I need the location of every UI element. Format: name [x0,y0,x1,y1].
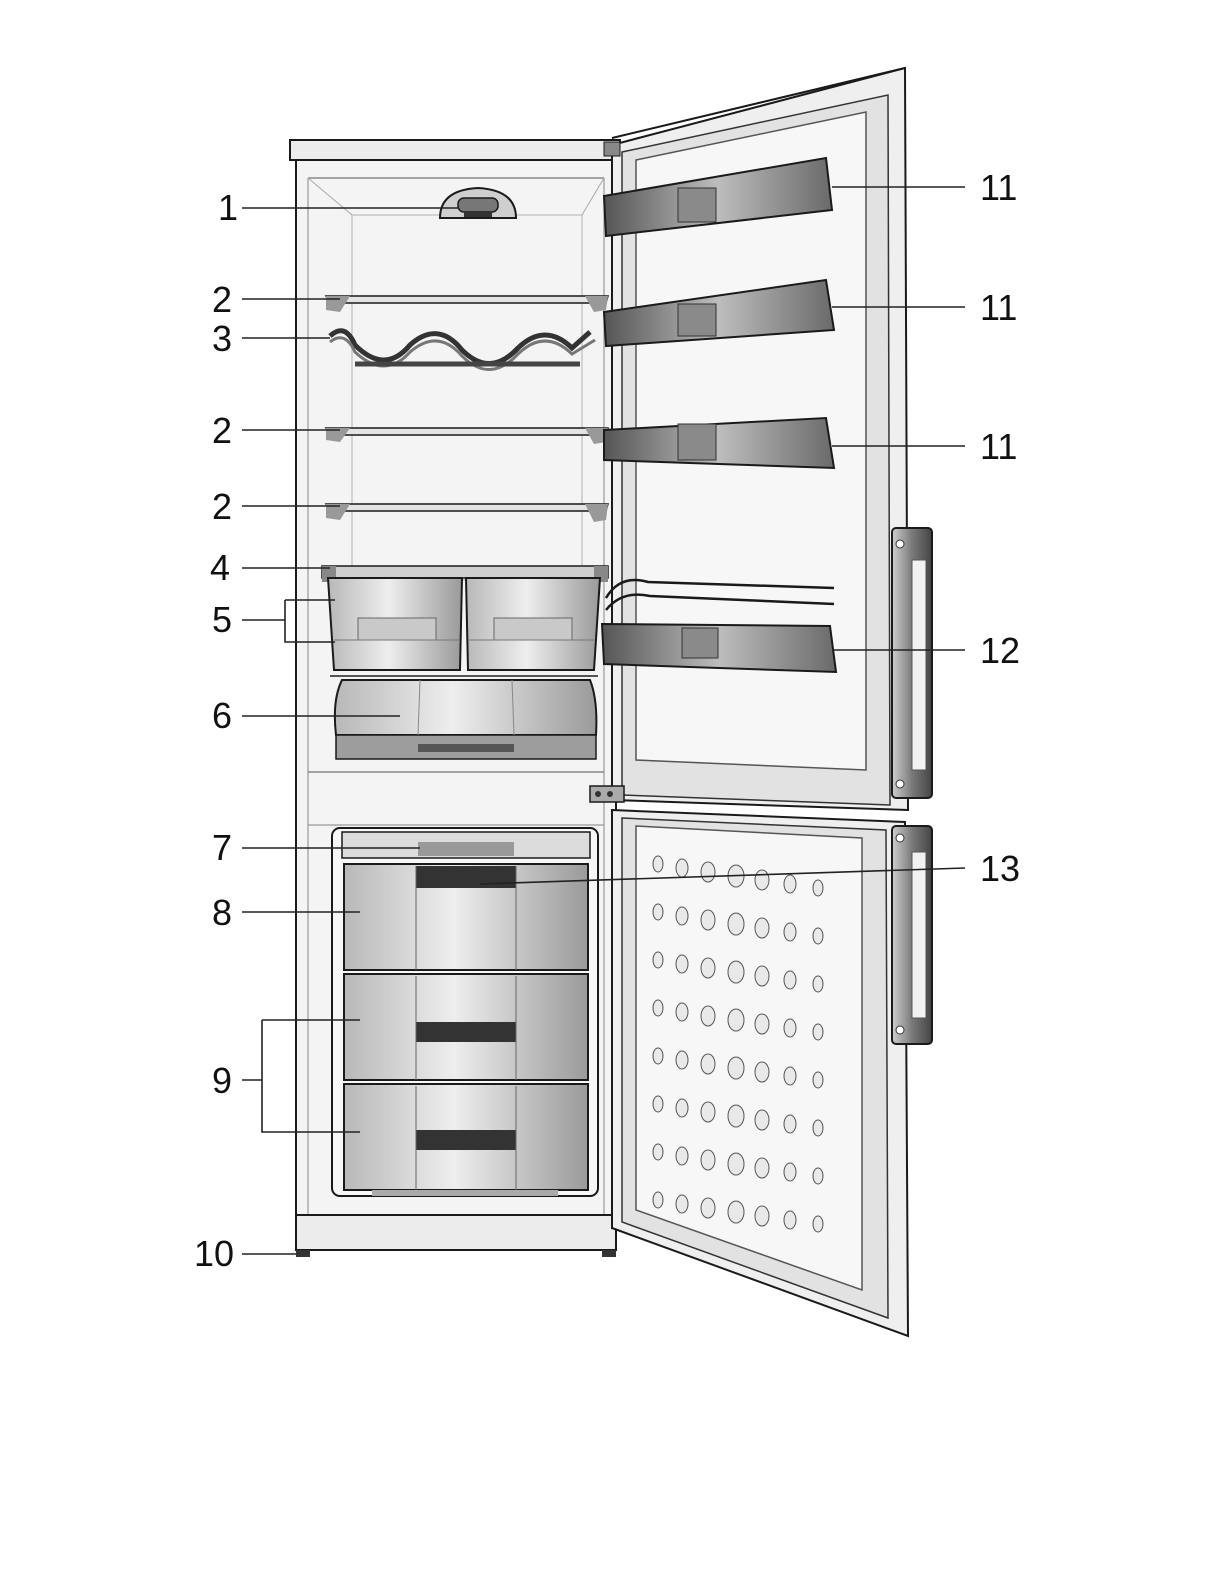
door-dimple [701,958,715,978]
door-dimple [728,1057,744,1079]
callout-3: 3 [212,318,232,359]
callout-11: 11 [980,287,1017,328]
door-dimple [653,1144,663,1160]
crisper-drawer-right [466,578,600,670]
door-dimple [701,1198,715,1218]
door-dimple [676,859,688,877]
door-dimple [728,1201,744,1223]
door-dimple [813,1120,823,1136]
callout-2: 2 [212,486,232,527]
callout-6: 6 [212,695,232,736]
door-dimple [755,1014,769,1034]
door-dimple [813,1168,823,1184]
door-dimple [755,966,769,986]
door-dimple [755,1158,769,1178]
callout-8: 8 [212,892,232,933]
crisper-drawer-left [328,578,462,670]
callout-1: 1 [218,187,238,228]
chiller-compartment [330,676,598,759]
door-dimple [701,1102,715,1122]
callout-11: 11 [980,167,1017,208]
callout-12: 12 [980,630,1020,671]
door-dimple [701,862,715,882]
callout-9: 9 [212,1060,232,1101]
door-dimple [701,910,715,930]
door-dimple [653,1192,663,1208]
door-dimple [676,1147,688,1165]
door-dimple [676,1051,688,1069]
door-dimple [813,880,823,896]
door-dimple [755,1062,769,1082]
door-dimple [676,1003,688,1021]
freezer-door [612,810,908,1336]
door-dimple [755,870,769,890]
callout-4: 4 [210,547,230,588]
door-dimple [813,928,823,944]
door-dimple [701,1054,715,1074]
door-dimple [755,918,769,938]
freezer-drawer-middle [344,974,588,1080]
callout-7: 7 [212,827,232,868]
door-dimple [653,1000,663,1016]
door-dimple [728,1009,744,1031]
callout-13: 13 [980,848,1020,889]
freezer-drawer-top [344,864,588,970]
door-dimple [701,1150,715,1170]
door-dimple [784,1115,796,1133]
freezer-drawer-bottom [344,1084,588,1196]
door-dimple [728,1105,744,1127]
door-dimple [728,913,744,935]
door-dimple [813,1216,823,1232]
door-dimple [653,856,663,872]
fridge-handle [892,528,932,798]
door-dimple [784,875,796,893]
door-dimple [653,1048,663,1064]
door-dimple [701,1006,715,1026]
door-dimple [813,1072,823,1088]
door-dimple [676,955,688,973]
door-dimple [728,961,744,983]
door-dimple [784,971,796,989]
door-dimple [784,1019,796,1037]
door-dimple [784,1163,796,1181]
freezer-handle [892,826,932,1044]
door-dimple [653,904,663,920]
door-dimple [813,976,823,992]
door-dimple [784,923,796,941]
callout-5: 5 [212,599,232,640]
ice-tray [342,832,590,858]
door-dimple [755,1206,769,1226]
door-dimple [784,1067,796,1085]
door-dimple [676,1099,688,1117]
callout-2: 2 [212,279,232,320]
door-dimple [676,907,688,925]
door-dimple [653,1096,663,1112]
callout-10: 10 [194,1233,234,1274]
callout-11: 11 [980,426,1017,467]
door-dimple [813,1024,823,1040]
door-dimple [728,1153,744,1175]
door-dimple [755,1110,769,1130]
callout-2: 2 [212,410,232,451]
door-dimple [676,1195,688,1213]
door-dimple [784,1211,796,1229]
door-dimple [653,952,663,968]
